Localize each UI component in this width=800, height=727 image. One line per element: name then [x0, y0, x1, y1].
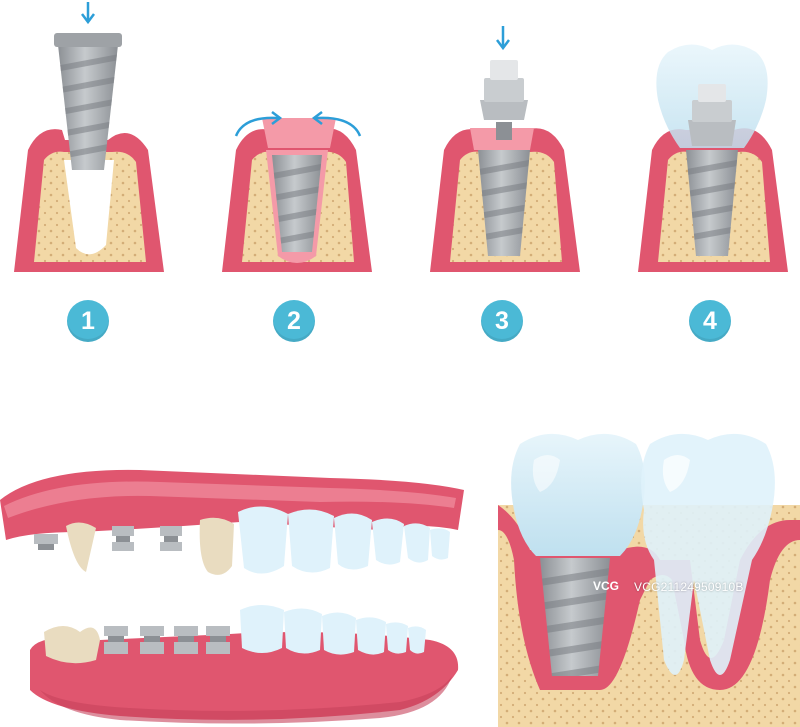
curved-arrow-icon — [311, 111, 362, 137]
step-1-badge: 1 — [67, 300, 109, 342]
gum-flap — [262, 118, 336, 148]
step-1-panel — [14, 2, 164, 272]
tooth-highlight — [662, 455, 690, 492]
down-arrow-icon — [496, 26, 510, 51]
down-arrow-icon — [81, 2, 95, 25]
curved-arrow-icon — [234, 111, 283, 137]
abutment — [480, 60, 528, 140]
upper-abutments — [34, 526, 182, 551]
step-4-badge: 4 — [689, 300, 731, 342]
step-3-panel — [430, 26, 580, 272]
socket — [64, 160, 114, 255]
upper-teeth — [66, 506, 450, 575]
natural-tooth — [641, 433, 775, 675]
jaw-illustration — [0, 469, 464, 724]
upper-gum-shade — [4, 481, 456, 518]
lower-gum — [30, 632, 459, 720]
lower-abutments — [104, 626, 230, 654]
abutment — [688, 84, 736, 146]
step-3-badge: 3 — [481, 300, 523, 342]
implant-cross-section — [498, 433, 800, 727]
step-4-panel — [638, 44, 788, 272]
watermark-logo: VCG — [592, 579, 619, 593]
lower-teeth — [44, 605, 426, 664]
lower-gum-shade — [40, 676, 452, 724]
implant-screw — [540, 558, 610, 676]
implant-screw — [54, 33, 122, 170]
crown — [511, 433, 645, 556]
crown-highlight — [532, 455, 560, 492]
step-2-panel — [222, 111, 372, 272]
watermark-code: VCG21124950910B — [634, 580, 744, 594]
step-2-badge: 2 — [273, 300, 315, 342]
